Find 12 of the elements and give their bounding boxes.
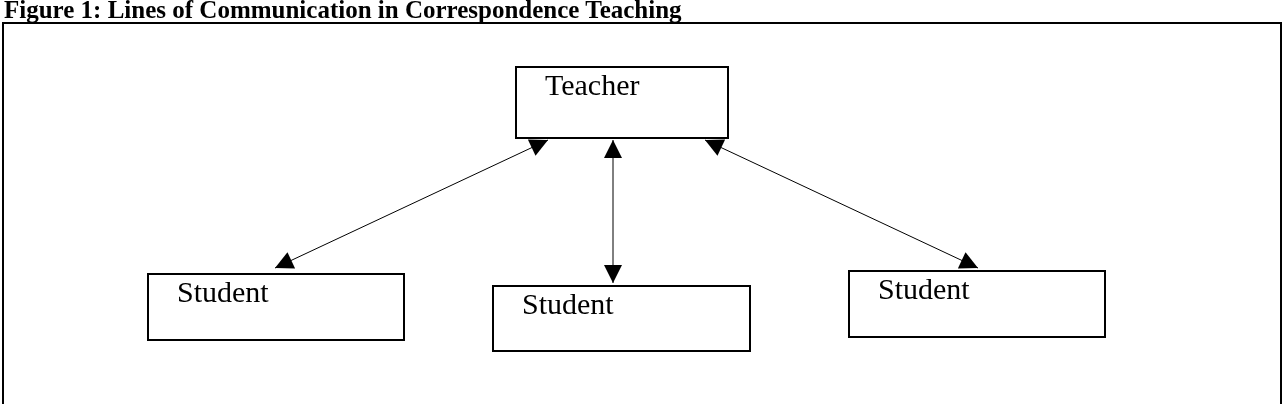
text-box [492,285,751,352]
box-label: Student [522,287,614,321]
box-label: Student [177,275,269,309]
double-arrow [274,139,549,269]
double-arrow [604,139,622,284]
double-arrow [704,139,979,269]
text-box [848,270,1106,338]
figure-title: Figure 1: Lines of Communication in Correspondence Teaching [4,0,682,22]
box-label: Teacher [545,68,640,102]
text-box [515,66,729,139]
box-label: Student [878,272,970,306]
text-box [147,273,405,341]
